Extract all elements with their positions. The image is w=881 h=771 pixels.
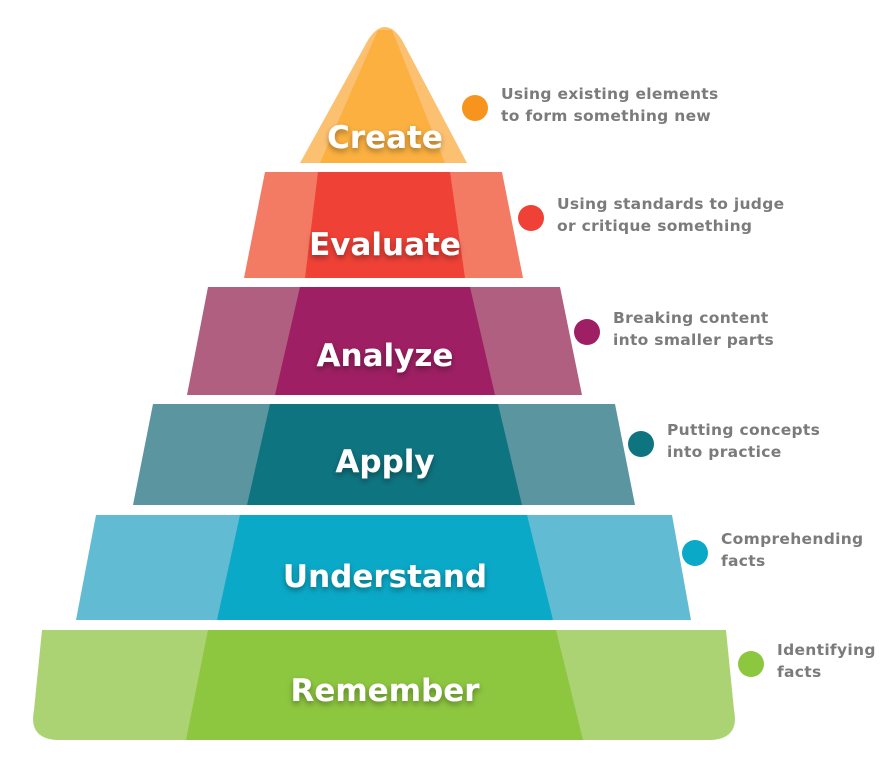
level-evaluate: Evaluate [244,172,523,278]
bullet-dot-icon [518,205,544,231]
level-label: Understand [283,559,487,595]
description-line: or critique something [557,217,753,235]
level-center-band [186,630,583,740]
level-center-band [305,172,465,278]
description-line: Comprehending [721,530,864,548]
level-center-band [247,404,522,505]
level-label: Create [327,120,443,156]
description-line: into smaller parts [613,331,775,349]
description-line: Identifying [777,641,876,659]
bullet-dot-icon [682,540,708,566]
description-line: Breaking content [613,309,769,327]
description-line: facts [721,552,766,570]
level-understand: Understand [76,515,691,620]
level-label: Remember [290,673,480,709]
level-description: Putting concepts into practice [667,419,820,463]
description-line: into practice [667,443,782,461]
level-center-band [320,30,445,163]
bullet-dot-icon [628,431,654,457]
level-center-band [217,515,553,620]
level-label: Apply [335,444,434,480]
level-description: Comprehending facts [721,528,863,572]
level-label: Evaluate [309,227,461,263]
description-line: facts [777,663,822,681]
level-create: Create [300,27,467,163]
level-description: Identifying facts [777,639,876,683]
level-analyze: Analyze [187,287,582,395]
bullet-dot-icon [574,319,600,345]
bullet-dot-icon [738,651,764,677]
level-label: Analyze [317,338,454,374]
level-center-band [275,287,495,395]
level-apply: Apply [133,404,635,505]
level-remember: Remember [33,630,735,740]
bullet-dot-icon [462,95,488,121]
description-line: Using standards to judge [557,195,785,213]
level-description: Using standards to judge or critique some… [557,193,784,237]
level-description: Using existing elements to form something… [501,83,719,127]
description-line: Using existing elements [501,85,719,103]
description-line: to form something new [501,107,712,125]
level-description: Breaking content into smaller parts [613,307,774,351]
description-line: Putting concepts [667,421,821,439]
